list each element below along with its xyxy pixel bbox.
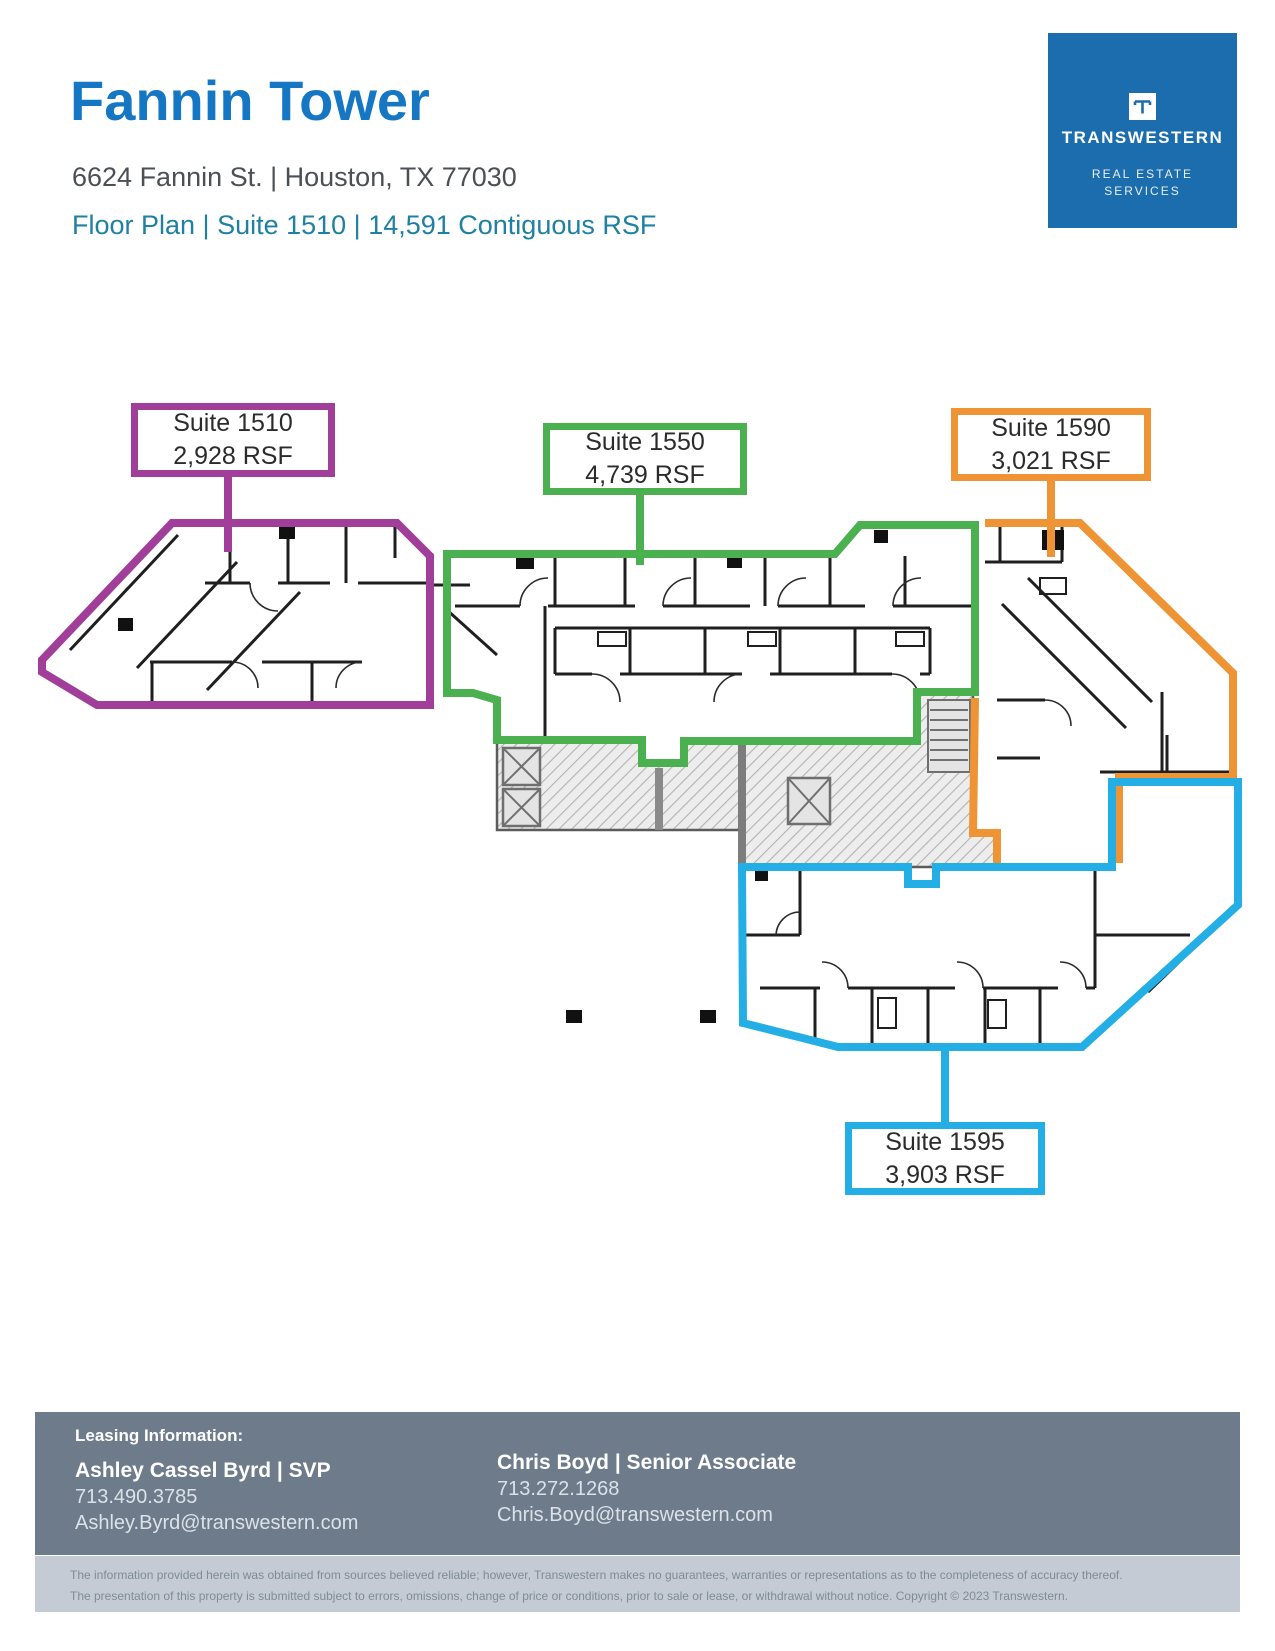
building-core (495, 692, 999, 869)
door-arcs (231, 577, 1087, 989)
suite-1590-label: Suite 1590 3,021 RSF (951, 408, 1151, 481)
transwestern-logo: TRANSWESTERN REAL ESTATE SERVICES (1048, 33, 1237, 228)
contact-phone: 713.490.3785 (75, 1486, 198, 1508)
contact-name-title: Ashley Cassel Byrd | SVP (75, 1459, 331, 1482)
label-leader-lines (224, 470, 1055, 1128)
page-title: Fannin Tower (70, 69, 430, 132)
suite-name: Suite 1595 (885, 1127, 1005, 1156)
contact-email: Chris.Boyd@transwestern.com (497, 1504, 773, 1526)
suite-1550-outline (443, 521, 979, 767)
contact-ashley: Ashley Cassel Byrd | SVP 713.490.3785 As… (75, 1458, 358, 1536)
logo-tagline: REAL ESTATE SERVICES (1091, 167, 1194, 198)
suite-rsf: 3,903 RSF (885, 1160, 1005, 1189)
leasing-heading: Leasing Information: (75, 1426, 244, 1445)
suite-name: Suite 1590 (991, 413, 1111, 442)
leasing-footer-bar (35, 1412, 1240, 1555)
suite-rsf: 3,021 RSF (991, 446, 1111, 475)
suite-rsf: 4,739 RSF (585, 461, 705, 489)
property-address: 6624 Fannin St. | Houston, TX 77030 (72, 162, 517, 192)
suite-1595-label: Suite 1595 3,903 RSF (845, 1122, 1045, 1195)
contact-name-title: Chris Boyd | Senior Associate (497, 1451, 797, 1474)
transwestern-t-icon (1129, 93, 1156, 120)
logo-wordmark: TRANSWESTERN (1061, 128, 1224, 147)
disclaimer-line-2: The presentation of this property is sub… (70, 1589, 1068, 1603)
suite-1510-label: Suite 1510 2,928 RSF (131, 403, 335, 477)
disclaimer-line-1: The information provided herein was obta… (70, 1568, 1123, 1582)
suite-1595-outline (737, 778, 1242, 1051)
suite-name: Suite 1550 (585, 428, 705, 456)
suite-rsf: 2,928 RSF (173, 442, 293, 470)
contact-email: Ashley.Byrd@transwestern.com (75, 1512, 359, 1534)
contact-phone: 713.272.1268 (497, 1478, 620, 1500)
suite-1590-outline (968, 519, 1237, 863)
floor-plan-subtitle: Floor Plan | Suite 1510 | 14,591 Contigu… (72, 210, 657, 240)
suite-1550-label: Suite 1550 4,739 RSF (543, 423, 747, 495)
disclaimer: The information provided herein was obta… (35, 1556, 1240, 1612)
interior-walls (68, 527, 1231, 1046)
suite-1510-outline (38, 519, 434, 709)
suite-name: Suite 1510 (173, 409, 293, 437)
contact-chris: Chris Boyd | Senior Associate 713.272.12… (497, 1450, 796, 1528)
